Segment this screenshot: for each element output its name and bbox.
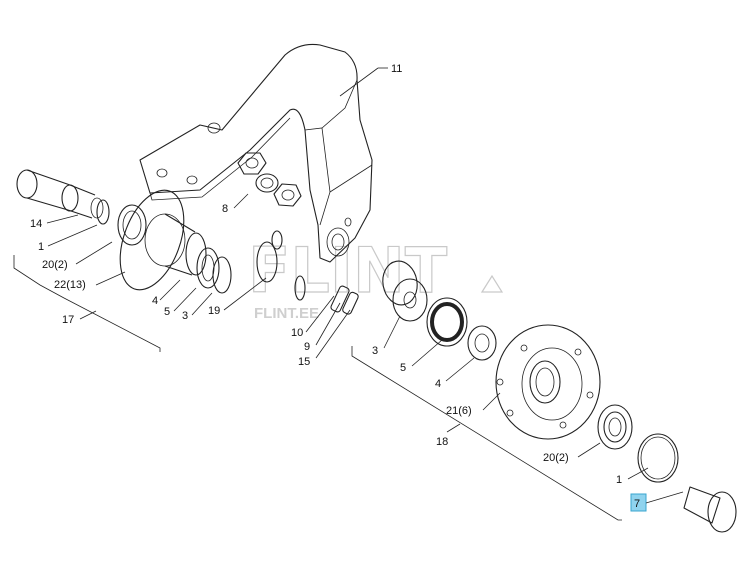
callout-3-left: 3 (182, 310, 188, 322)
callout-7-highlight[interactable] (630, 493, 647, 512)
callout-20-left: 20(2) (42, 259, 68, 271)
callout-21: 21(6) (446, 405, 472, 417)
callout-17: 17 (62, 314, 74, 326)
watermark-sub: FLINT.EE (254, 305, 319, 322)
callout-15: 15 (298, 356, 310, 368)
callout-18: 18 (436, 436, 448, 448)
callout-3-right: 3 (372, 345, 378, 357)
bracket-17 (13, 255, 161, 352)
callout-5-right: 5 (400, 362, 406, 374)
callout-1-right: 1 (616, 474, 622, 486)
callout-8: 8 (222, 203, 228, 215)
callout-9: 9 (304, 341, 310, 353)
group-brackets (13, 255, 622, 521)
callout-4-left: 4 (152, 295, 158, 307)
callout-4-right: 4 (435, 378, 441, 390)
callout-20-right: 20(2) (543, 452, 569, 464)
callouts: 11 14 8 1 20(2) 22(13) 4 5 3 19 17 10 9 … (30, 63, 684, 512)
part-9-10-15-pins (330, 285, 359, 315)
callout-22: 22(13) (54, 279, 86, 291)
right-hub-assembly (382, 260, 737, 533)
part-8-nut-assembly (237, 152, 302, 207)
callout-1-left: 1 (38, 241, 44, 253)
callout-10: 10 (291, 327, 303, 339)
callout-19: 19 (208, 305, 220, 317)
callout-7[interactable]: 7 (634, 498, 640, 510)
part-11-knuckle-arm (139, 43, 373, 263)
left-hub-assembly (16, 169, 306, 301)
callout-11: 11 (391, 63, 402, 75)
callout-5-left: 5 (164, 306, 170, 318)
bracket-18 (351, 346, 622, 521)
callout-14: 14 (30, 218, 42, 230)
